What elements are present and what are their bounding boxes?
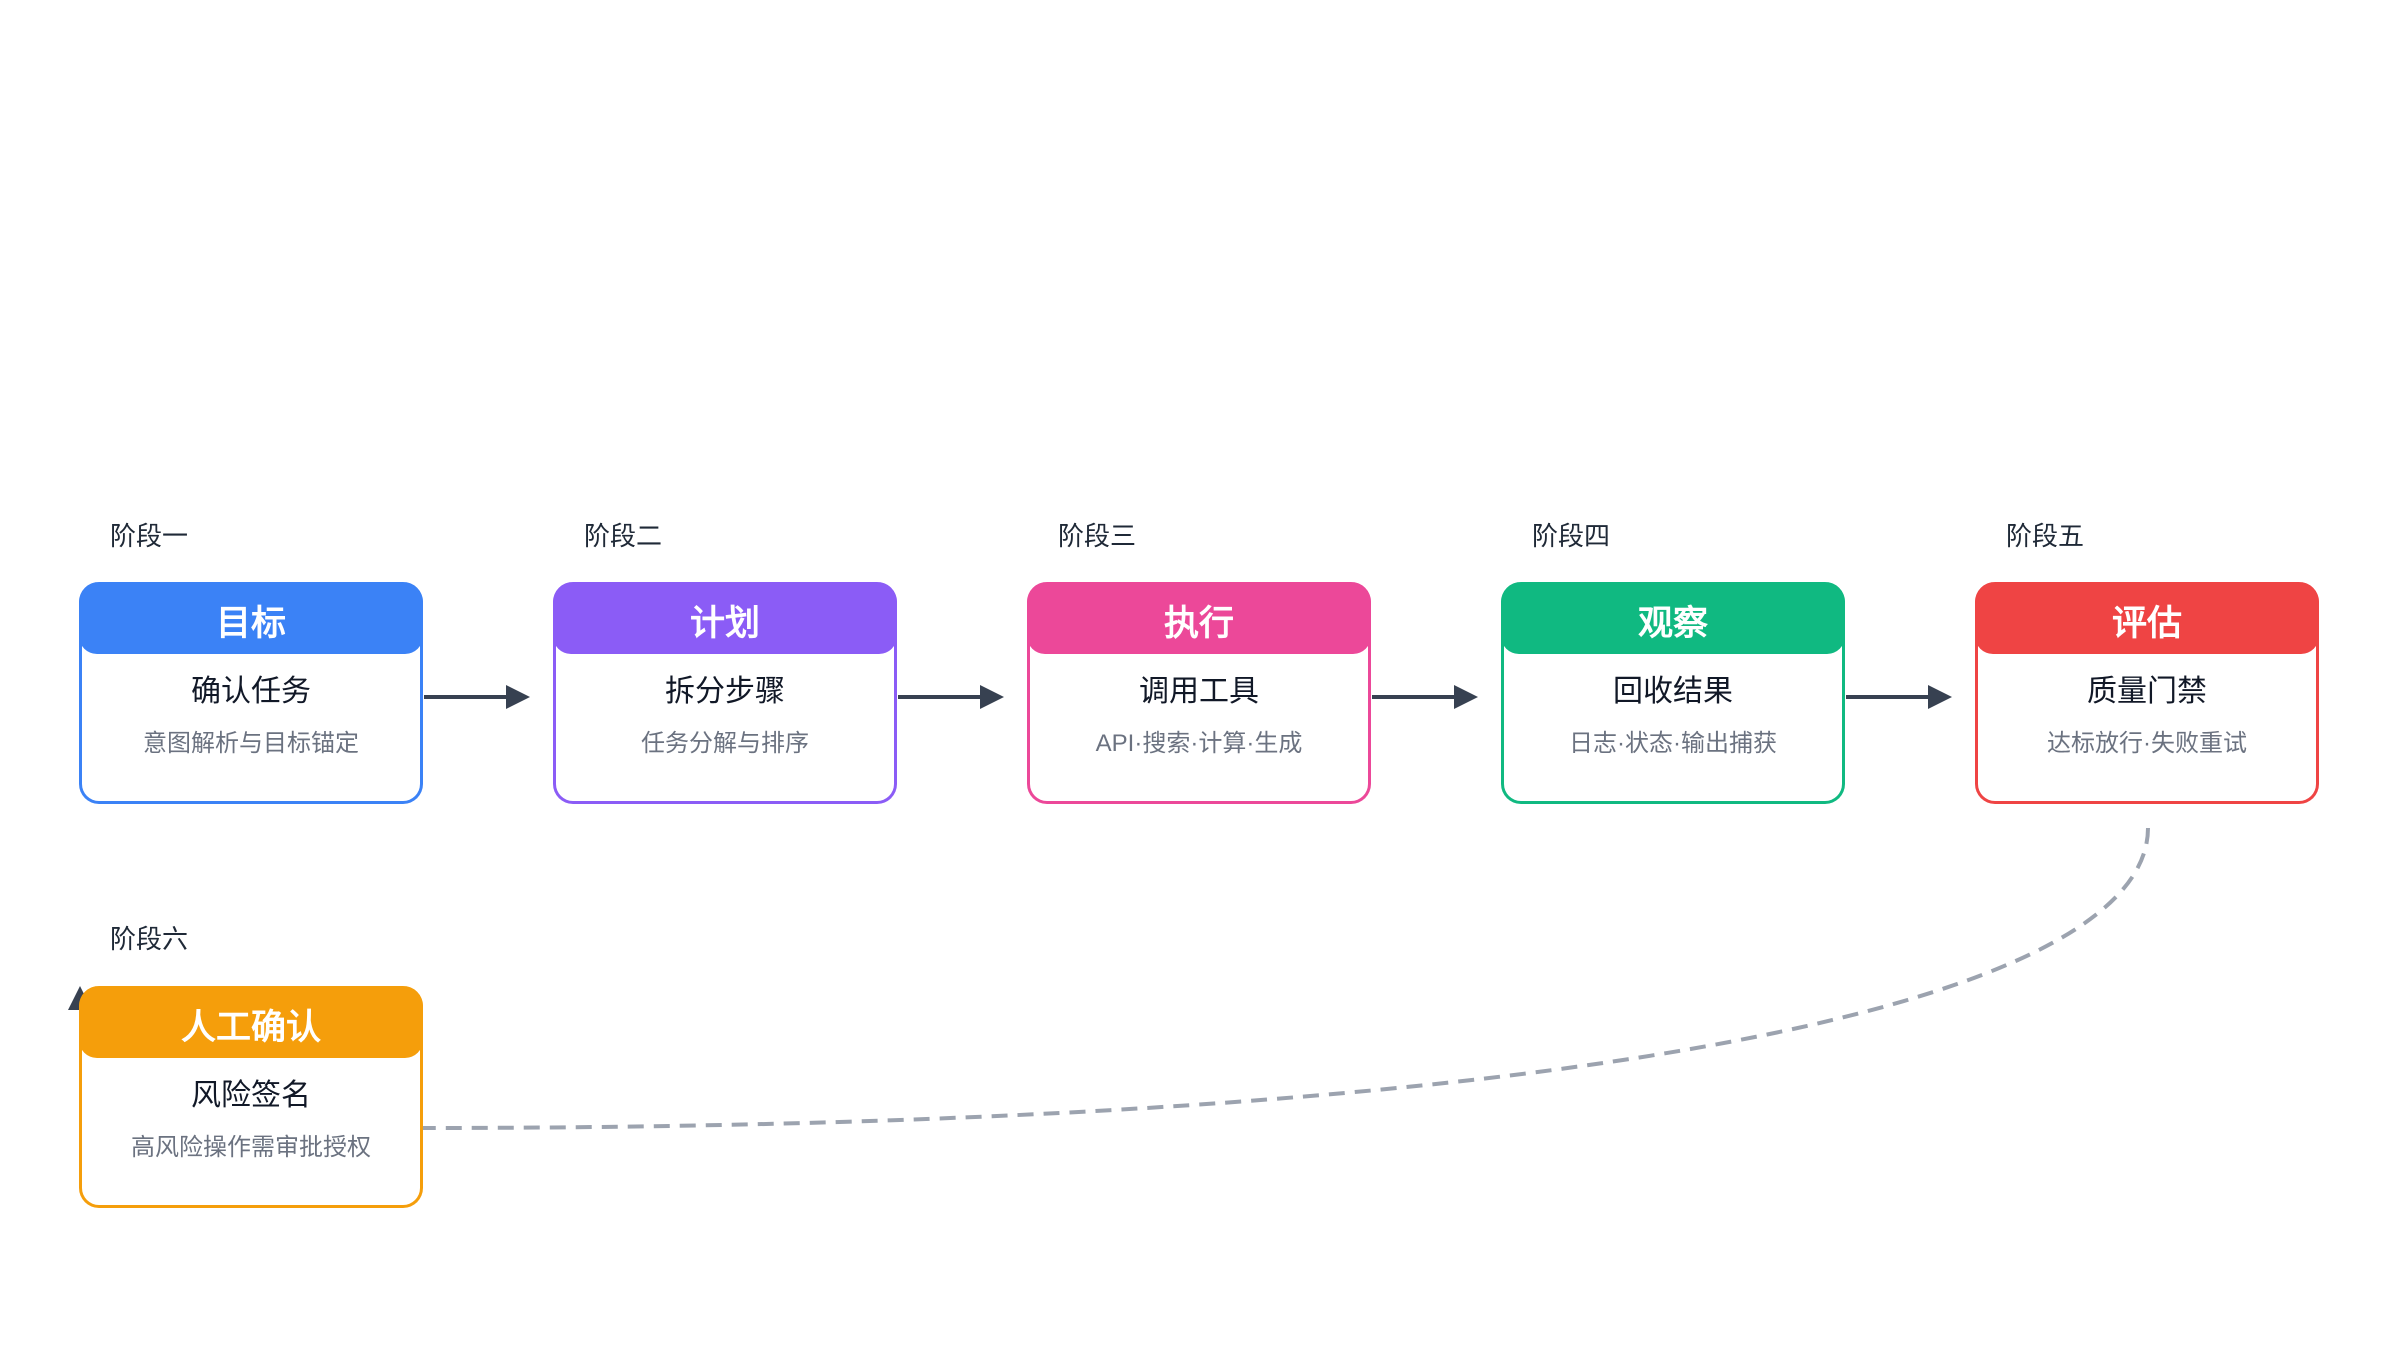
stage-header-goal: 目标 — [79, 582, 423, 654]
arrow-stage1-to-stage2 — [424, 685, 530, 709]
stage-title-evaluate: 质量门禁 — [2087, 675, 2207, 708]
stage-title-observe: 回收结果 — [1613, 675, 1733, 708]
stage-subtitle-plan: 任务分解与排序 — [641, 730, 809, 757]
stage-subtitle-evaluate: 达标放行·失败重试 — [2047, 730, 2247, 757]
stage-card-goal: 目标 确认任务 意图解析与目标锚定 — [79, 582, 423, 804]
stage-subtitle-observe: 日志·状态·输出捕获 — [1569, 730, 1777, 757]
stage-title-goal: 确认任务 — [191, 675, 311, 708]
stage-header-execute: 执行 — [1027, 582, 1371, 654]
stage-label-5: 阶段五 — [2006, 521, 2085, 551]
stage-title-execute: 调用工具 — [1139, 675, 1259, 708]
arrow-stage3-to-stage4 — [1372, 685, 1478, 709]
arrow-stage4-to-stage5 — [1846, 685, 1952, 709]
stage-header-observe: 观察 — [1501, 582, 1845, 654]
stage-card-execute: 执行 调用工具 API·搜索·计算·生成 — [1027, 582, 1371, 804]
stage-subtitle-human-approval: 高风险操作需审批授权 — [131, 1134, 371, 1161]
stage-header-plan: 计划 — [553, 582, 897, 654]
stage-label-4: 阶段四 — [1532, 521, 1611, 551]
stage-label-6: 阶段六 — [110, 924, 189, 954]
stage-card-plan: 计划 拆分步骤 任务分解与排序 — [553, 582, 897, 804]
stage-subtitle-goal: 意图解析与目标锚定 — [143, 730, 359, 757]
stage-label-1: 阶段一 — [110, 521, 189, 551]
stage-label-3: 阶段三 — [1058, 521, 1137, 551]
arrow-stage2-to-stage3 — [898, 685, 1004, 709]
stage-card-observe: 观察 回收结果 日志·状态·输出捕获 — [1501, 582, 1845, 804]
stage-subtitle-execute: API·搜索·计算·生成 — [1095, 730, 1303, 757]
stage-card-human-approval: 人工确认 风险签名 高风险操作需审批授权 — [79, 986, 423, 1208]
stage-label-2: 阶段二 — [584, 521, 663, 551]
stage-header-evaluate: 评估 — [1975, 582, 2319, 654]
stage-card-evaluate: 评估 质量门禁 达标放行·失败重试 — [1975, 582, 2319, 804]
stage-header-human-approval: 人工确认 — [79, 986, 423, 1058]
stage-title-plan: 拆分步骤 — [665, 675, 785, 708]
stage-title-human-approval: 风险签名 — [191, 1079, 311, 1112]
